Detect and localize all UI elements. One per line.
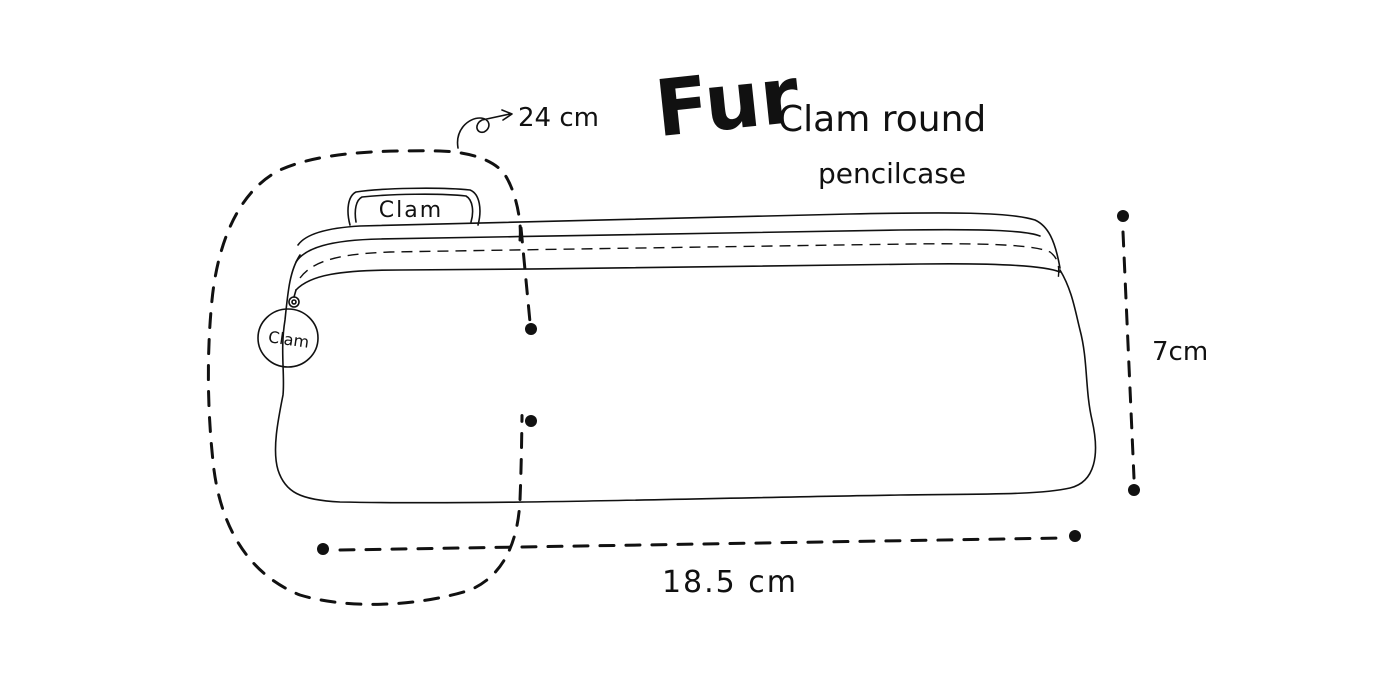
circumference-arrow	[456, 109, 513, 149]
zipper-inner-line	[295, 228, 1041, 263]
top-tab-label: Clam	[379, 198, 443, 223]
zipper-pull-ring	[288, 296, 300, 308]
zipper-stitch	[299, 243, 1060, 281]
length-dot-left	[317, 543, 329, 555]
length-dash-line	[338, 536, 1064, 552]
length-label: 18.5 cm	[662, 565, 798, 600]
zipper-pull-ring-inner	[291, 299, 297, 305]
zipper-top-edge	[297, 212, 1061, 269]
title-line2: pencilcase	[818, 157, 966, 190]
pencilcase-body-outline	[274, 254, 1097, 504]
height-dash-line	[1121, 230, 1136, 480]
circumference-loop	[206, 149, 524, 606]
title-brand: Fur	[651, 51, 804, 156]
top-tab-inner	[354, 193, 474, 223]
height-dot-top	[1117, 210, 1129, 222]
title-line1: Clam round	[778, 99, 986, 140]
zipper-bottom-edge	[295, 263, 1061, 291]
height-label: 7cm	[1152, 337, 1208, 367]
zipper-charm-label: Clam	[267, 327, 310, 352]
circumference-dot-1	[525, 323, 537, 335]
zipper-charm	[257, 308, 319, 368]
top-tab-outline	[347, 187, 481, 226]
height-dot-bottom	[1128, 484, 1140, 496]
zipper-pull-link	[293, 289, 297, 298]
circumference-label: 24 cm	[518, 103, 599, 133]
circumference-inner-dash	[519, 226, 532, 324]
length-dot-right	[1069, 530, 1081, 542]
circumference-dot-2	[525, 415, 537, 427]
